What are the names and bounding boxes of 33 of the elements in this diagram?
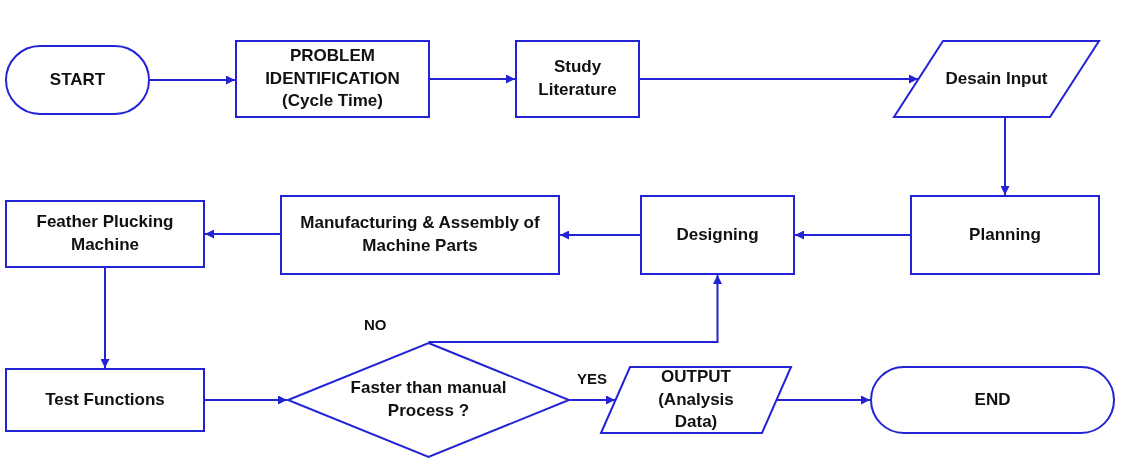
arrow <box>429 74 516 84</box>
node-label: Desain Input <box>945 67 1048 90</box>
node-label: START <box>49 68 106 91</box>
node-label: Study Literature <box>537 56 618 101</box>
process-box <box>235 40 430 118</box>
node-label: Manufacturing & Assembly of Machine Parts <box>299 212 541 257</box>
process-box <box>515 40 640 118</box>
arrow <box>776 395 871 405</box>
arrow <box>204 229 281 239</box>
arrow <box>149 75 236 85</box>
arrow <box>100 267 110 369</box>
node-label: OUTPUT (Analysis Data) <box>657 365 735 434</box>
arrow <box>1000 117 1010 196</box>
node-label: Planning <box>969 223 1041 246</box>
node-label: Feather Plucking Machine <box>35 211 175 256</box>
decision-diamond <box>287 342 570 458</box>
node-label: PROBLEM IDENTIFICATION (Cycle Time) <box>264 44 401 113</box>
node-label: Test Functions <box>45 388 165 411</box>
arrow <box>639 74 919 84</box>
process-box <box>910 195 1100 275</box>
process-box <box>280 195 560 275</box>
process-box <box>5 200 205 268</box>
arrow <box>427 274 722 343</box>
process-box <box>640 195 795 275</box>
process-box <box>5 368 205 432</box>
arrow <box>794 230 911 240</box>
node-label: Designing <box>676 223 759 246</box>
arrow <box>569 395 616 405</box>
arrow <box>559 230 641 240</box>
node-label: END <box>974 388 1011 411</box>
node-label: Faster than manual Process ? <box>349 377 508 422</box>
data-parallelogram <box>893 40 1100 118</box>
arrow <box>204 395 288 405</box>
